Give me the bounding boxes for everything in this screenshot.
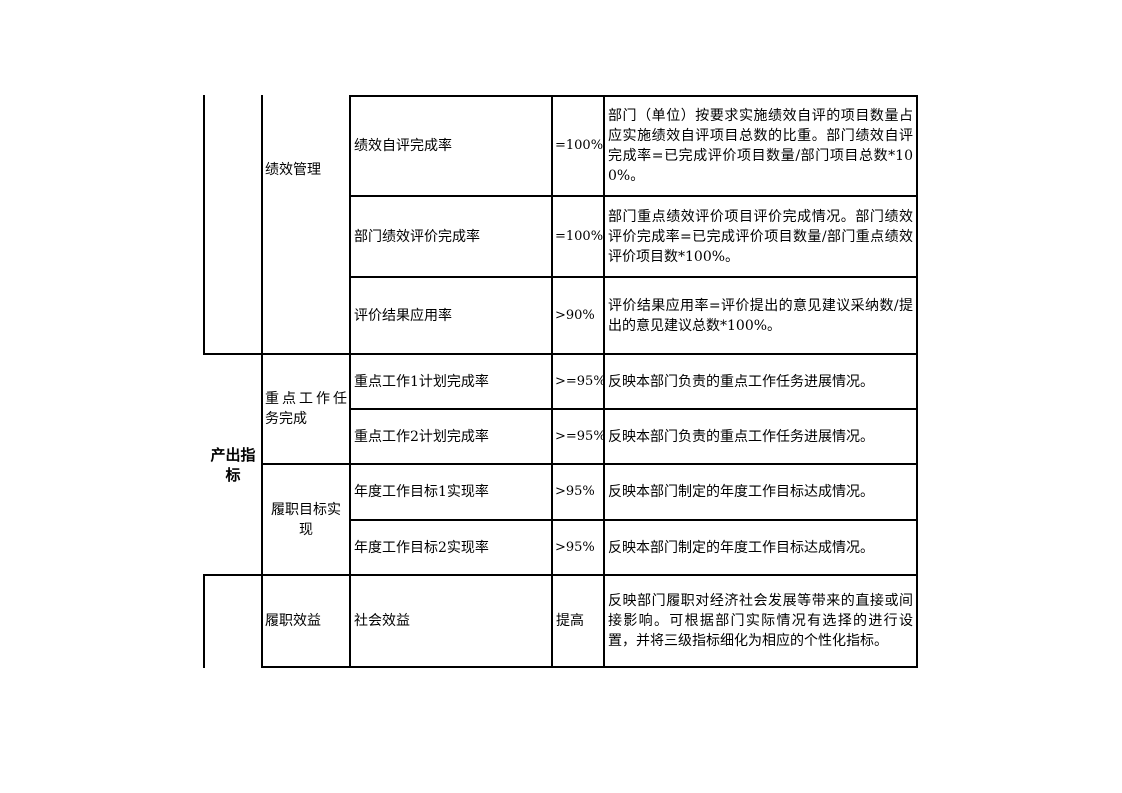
group-label: 履职目标实现: [271, 501, 341, 538]
table-line: [349, 519, 917, 521]
target-cell: 提高: [556, 613, 584, 629]
indicator-cell: 社会效益: [354, 613, 410, 629]
level1-label: 产出指标: [210, 445, 256, 484]
target-cell: >95%: [555, 539, 595, 555]
table-line: [203, 353, 917, 355]
group-label: 绩效管理: [265, 162, 321, 178]
table-line: [261, 463, 917, 465]
target-cell: >=95%: [555, 373, 603, 389]
target-cell: >90%: [555, 307, 595, 323]
table-line: [349, 276, 917, 278]
description-cell: 部门重点绩效评价项目评价完成情况。部门绩效评价完成率=已完成评价项目数量/部门重…: [608, 208, 913, 265]
indicator-cell: 绩效自评完成率: [354, 138, 452, 154]
description-cell: 反映部门履职对经济社会发展等带来的直接或间接影响。可根据部门实际情况有选择的进行…: [608, 593, 913, 649]
table-line: [916, 95, 918, 668]
table-line: [261, 666, 917, 668]
table-line: [261, 95, 263, 668]
target-cell: =100%: [555, 228, 603, 244]
table-line: [603, 95, 605, 668]
indicator-cell: 年度工作目标2实现率: [354, 539, 489, 556]
indicator-cell: 重点工作1计划完成率: [354, 373, 489, 390]
table-line: [349, 95, 917, 97]
group-label: 履职效益: [265, 613, 321, 629]
table-line: [349, 195, 917, 197]
description-cell: 部门（单位）按要求实施绩效自评的项目数量占应实施绩效自评项目总数的比重。部门绩效…: [608, 108, 913, 184]
target-cell: =100%: [555, 138, 603, 153]
indicator-cell: 部门绩效评价完成率: [354, 228, 480, 245]
description-cell: 反映本部门负责的重点工作任务进展情况。: [608, 428, 874, 445]
target-cell: >=95%: [555, 428, 603, 444]
indicator-cell: 年度工作目标1实现率: [354, 484, 489, 500]
indicator-cell: 重点工作2计划完成率: [354, 428, 489, 445]
description-cell: 反映本部门负责的重点工作任务进展情况。: [608, 373, 874, 390]
table-line: [203, 574, 917, 576]
group-label: 重点工作任务完成: [265, 391, 347, 427]
indicator-cell: 评价结果应用率: [354, 307, 452, 324]
target-cell: >95%: [555, 484, 595, 499]
table-line: [551, 95, 553, 668]
description-cell: 反映本部门制定的年度工作目标达成情况。: [608, 539, 874, 556]
table-line: [203, 575, 205, 668]
table-line: [203, 95, 205, 355]
table-line: [349, 408, 917, 410]
description-cell: 评价结果应用率=评价提出的意见建议采纳数/提出的意见建议总数*100%。: [608, 297, 913, 334]
description-cell: 反映本部门制定的年度工作目标达成情况。: [608, 484, 874, 500]
table-line: [349, 95, 351, 668]
